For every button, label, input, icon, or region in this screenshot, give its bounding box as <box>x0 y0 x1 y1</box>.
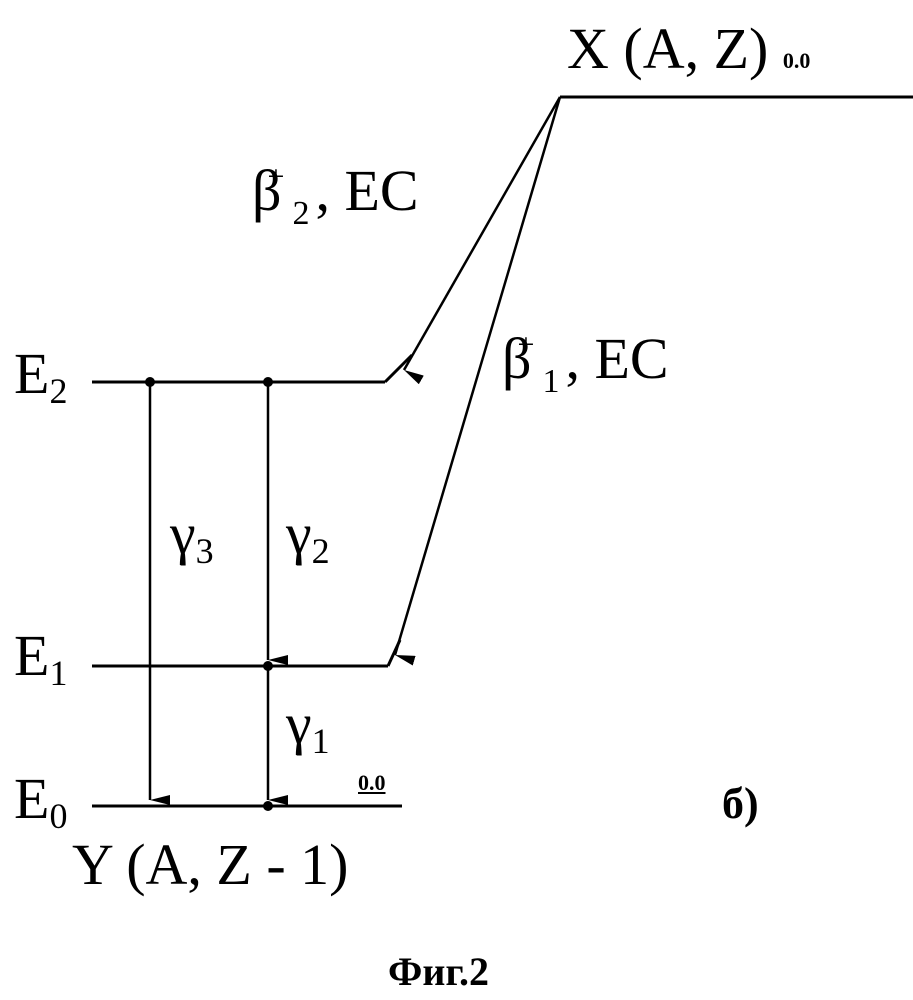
e2-index: 2 <box>49 371 67 411</box>
e0-index: 0 <box>49 796 67 836</box>
e0-letter: E <box>14 766 49 831</box>
parent-nucleus-text: X (A, Z) <box>567 16 768 81</box>
ground-energy: 0.0 <box>358 772 386 794</box>
gamma2-start-dot <box>263 377 273 387</box>
e2-letter: E <box>14 341 49 406</box>
parent-energy: 0.0 <box>783 48 811 73</box>
beta2-index: 2 <box>292 195 309 232</box>
gamma1-start-dot <box>263 661 273 671</box>
beta2-charge: + <box>268 160 285 193</box>
gamma2-index: 2 <box>312 531 330 571</box>
beta2-mode: , EC <box>315 158 418 223</box>
gamma2-symbol: γ <box>286 501 312 566</box>
beta1-label: β+1, EC <box>502 330 669 388</box>
gamma3-label: γ3 <box>170 505 214 563</box>
e1-index: 1 <box>49 653 67 693</box>
e2-level-kink <box>385 355 412 382</box>
gamma-end-dot <box>263 801 273 811</box>
beta1-index: 1 <box>542 363 559 400</box>
e2-label: E2 <box>14 345 67 403</box>
e0-label: E0 <box>14 770 67 828</box>
gamma3-start-dot <box>145 377 155 387</box>
gamma3-index: 3 <box>196 531 214 571</box>
gamma1-label: γ1 <box>286 695 330 753</box>
e1-letter: E <box>14 623 49 688</box>
gamma2-label: γ2 <box>286 505 330 563</box>
gamma1-index: 1 <box>312 721 330 761</box>
gamma1-symbol: γ <box>286 691 312 756</box>
beta2-label: β+2, EC <box>252 162 419 220</box>
panel-label: б) <box>722 782 759 826</box>
parent-nucleus-label: X (A, Z) 0.0 <box>567 20 810 78</box>
daughter-nucleus-label: Y (A, Z - 1) <box>72 836 349 894</box>
beta1-mode: , EC <box>565 326 668 391</box>
gamma3-symbol: γ <box>170 501 196 566</box>
e1-label: E1 <box>14 627 67 685</box>
figure-caption: Фиг.2 <box>388 952 489 992</box>
beta1-charge: + <box>518 328 535 361</box>
